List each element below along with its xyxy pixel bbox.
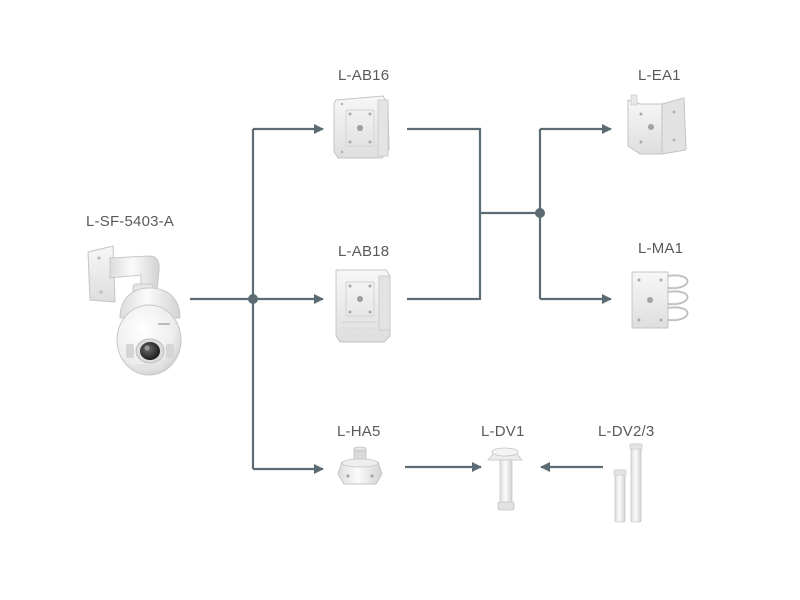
label-ab16-model: L-AB16: [338, 67, 390, 84]
junction-dot-mounts: [535, 208, 545, 218]
connector-ab18-out: [407, 213, 482, 301]
product-ha5-image: [337, 446, 383, 485]
label-dv23-model: L-DV2/3: [598, 423, 655, 440]
product-dv23-image: [613, 443, 643, 523]
product-ab16-image: [333, 95, 390, 159]
label-ea1-model: L-EA1: [638, 67, 681, 84]
product-ma1-image: [631, 271, 689, 329]
label-dv1-model: L-DV1: [481, 423, 525, 440]
label-ma1-model: L-MA1: [638, 240, 684, 257]
label-camera-model: L-SF-5403-A: [86, 213, 175, 230]
product-dv1-image: [487, 447, 523, 511]
connector-ab16-out: [407, 127, 482, 213]
label-ha5-model: L-HA5: [337, 423, 381, 440]
product-camera-image: [87, 245, 182, 376]
junction-dot-camera: [248, 294, 258, 304]
label-ab18-model: L-AB18: [338, 243, 390, 260]
product-ea1-image: [627, 94, 687, 155]
junction-dots: [248, 208, 545, 304]
product-ab18-image: [335, 269, 391, 343]
